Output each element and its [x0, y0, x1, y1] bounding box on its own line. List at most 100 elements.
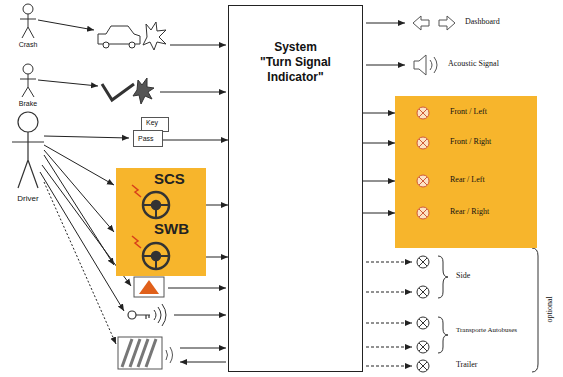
text-label: Driver — [2, 195, 54, 204]
key-icon — [128, 311, 136, 319]
input-arrows — [40, 172, 124, 311]
input-arrows — [38, 80, 98, 86]
text-label: Dashboard — [465, 18, 545, 27]
input-arrows — [44, 136, 129, 138]
input-arrows — [44, 182, 116, 344]
lamp-cross — [419, 139, 427, 147]
crash-car-icon — [98, 22, 166, 50]
text-label: Crash — [6, 41, 50, 49]
connector-arrow — [363, 213, 395, 214]
output-arrows — [366, 262, 412, 263]
optional-lamps — [417, 317, 429, 329]
lamp-cross — [419, 177, 427, 185]
dashboard-icon — [413, 16, 455, 30]
input-arrows — [168, 288, 226, 289]
steering-wheel-rim — [143, 243, 169, 269]
optional-lamps — [417, 286, 429, 298]
lamp-cross — [419, 209, 427, 217]
steering-wheel-spokes — [143, 256, 169, 269]
crash-car-icon — [129, 42, 135, 48]
node-text: Rear / Left — [450, 176, 485, 185]
optional-lamps — [419, 319, 427, 327]
brake-figure — [20, 64, 36, 97]
warning-triangle-icon — [134, 277, 164, 297]
node-text: Key — [146, 119, 158, 126]
driver-figure — [18, 112, 38, 132]
connector-arrow — [163, 140, 228, 141]
speaker-icon — [414, 55, 437, 75]
warning-triangle-icon — [134, 277, 164, 297]
crash-figure — [23, 4, 33, 14]
key-icon — [154, 304, 166, 326]
brake-icon — [102, 78, 154, 104]
key-icon — [136, 315, 150, 319]
text-label: Brake — [6, 100, 50, 108]
speaker-icon — [430, 57, 437, 73]
crash-car-icon — [143, 22, 166, 50]
connector-arrow — [206, 257, 228, 258]
connector-arrow — [206, 205, 228, 206]
input-band: SCSSWB — [116, 168, 206, 276]
brake-icon — [102, 84, 134, 100]
steering-wheel-spokes — [143, 205, 169, 218]
brake-icon — [133, 78, 154, 104]
lamp-icon — [417, 137, 429, 149]
node-text: "Turn Signal Indicator" — [258, 55, 334, 85]
input-arrows — [160, 92, 226, 93]
pass-card: Pass — [133, 130, 163, 147]
brackets — [438, 248, 538, 372]
optional-lamps — [419, 343, 427, 351]
connector-arrow — [363, 113, 395, 114]
node-text: Front / Left — [450, 108, 487, 117]
lamp-icon — [417, 175, 429, 187]
output-arrows — [366, 23, 405, 24]
connector-arrow — [363, 181, 395, 182]
output-arrows — [366, 347, 412, 348]
steering-wheel-icon — [132, 236, 169, 269]
optional-lamps — [417, 256, 429, 268]
crash-car-icon — [103, 42, 109, 48]
crash-car-icon — [98, 26, 140, 44]
crash-figure — [20, 4, 36, 38]
signal-flash — [132, 185, 141, 197]
hatched-box-icon — [122, 339, 156, 367]
optional-lamps — [417, 360, 429, 372]
hatched-box-icon — [118, 337, 173, 369]
optional-lamps — [417, 341, 429, 353]
node-text: Front / Right — [450, 138, 491, 147]
lamp-icon — [417, 207, 429, 219]
brackets — [532, 248, 538, 372]
optional-lamps — [419, 362, 427, 370]
brake-figure — [20, 74, 36, 97]
text-label: Acoustic Signal — [448, 60, 548, 69]
input-arrows — [174, 315, 226, 316]
input-arrows — [180, 362, 226, 363]
system-box: System"Turn Signal Indicator" — [228, 5, 363, 372]
input-arrows — [44, 145, 114, 185]
optional-lamps — [417, 256, 429, 372]
node-text: System — [229, 40, 362, 55]
output-arrows — [366, 292, 412, 293]
key-icon — [128, 304, 166, 326]
hatched-box-icon — [166, 347, 173, 363]
connector-arrow — [363, 143, 395, 144]
text-label: optional — [546, 274, 555, 344]
driver-figure — [12, 112, 44, 188]
text-label: Trailer — [456, 361, 516, 370]
input-arrows — [38, 20, 226, 362]
output-arrows — [366, 65, 405, 66]
lamp-band: Front / LeftFront / RightRear / LeftRear… — [395, 96, 537, 248]
input-arrows — [44, 150, 114, 232]
speaker-icon — [414, 55, 426, 75]
lamp-icon — [417, 107, 429, 119]
node-text: Pass — [138, 135, 154, 142]
output-arrows — [366, 366, 412, 367]
driver-figure — [12, 132, 44, 188]
node-text: SWB — [154, 221, 189, 238]
signal-flash — [132, 236, 141, 248]
text-label: Transporte Autobuses — [456, 327, 518, 335]
brackets — [438, 317, 448, 353]
lamp-icons — [395, 96, 537, 248]
brake-figure — [23, 64, 33, 74]
